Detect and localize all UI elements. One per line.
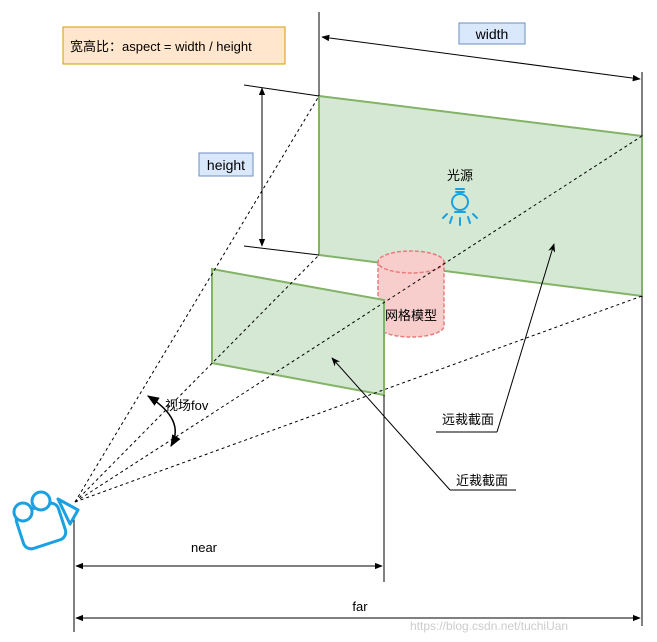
fov-label: 视场fov <box>165 398 209 413</box>
mesh-model-label: 网格模型 <box>385 308 437 323</box>
near-plane-label: 近裁截面 <box>456 473 508 488</box>
aspect-note: 宽高比：aspect = width / height <box>62 26 286 65</box>
width-label: width <box>475 26 509 42</box>
far-label: far <box>352 599 368 614</box>
near-label: near <box>191 540 218 555</box>
frustum-edges <box>74 95 643 503</box>
light-bulb-icon <box>442 188 478 226</box>
fov-indicator: 视场fov <box>146 395 209 448</box>
far-plane-callout: 远裁截面 <box>436 243 556 433</box>
mesh-model-cylinder: 网格模型 <box>377 250 445 338</box>
far-clipping-plane <box>318 94 643 298</box>
near-plane-callout: 近裁截面 <box>331 357 516 491</box>
far-plane-label: 远裁截面 <box>442 412 494 427</box>
height-dimension: height <box>198 87 266 247</box>
aspect-formula-text: 宽高比：aspect = width / height <box>70 39 252 54</box>
far-dimension: far <box>75 599 641 622</box>
watermark-text: https://blog.csdn.net/tuchiUan <box>410 619 568 633</box>
near-dimension: near <box>75 540 383 570</box>
light-source: 光源 <box>442 168 478 226</box>
width-dimension: width <box>321 22 641 82</box>
height-label: height <box>207 157 245 173</box>
light-source-label: 光源 <box>447 168 473 183</box>
video-camera-icon <box>12 490 80 551</box>
guide-lines <box>73 12 643 632</box>
near-clipping-plane <box>211 267 385 397</box>
